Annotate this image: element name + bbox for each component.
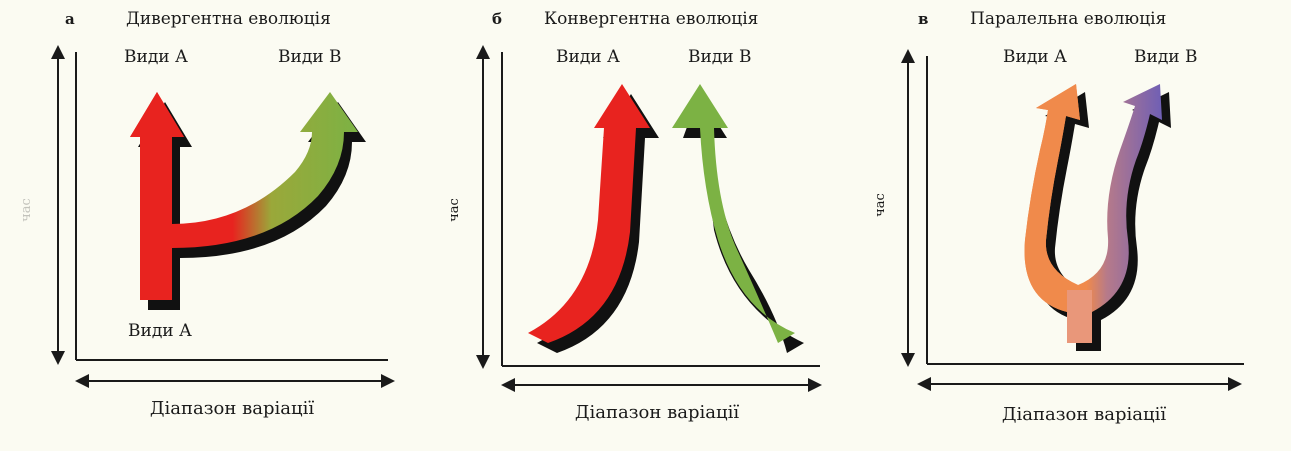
species-b-top: Види В: [278, 47, 342, 67]
y-axis-label: час: [19, 198, 34, 222]
panel-letter: в: [918, 10, 928, 28]
species-b-top: Види В: [688, 47, 752, 67]
panel-parallel: в Паралельна еволюція час Діапазон варіа…: [873, 9, 1244, 425]
panel-title: Паралельна еволюція: [970, 9, 1166, 29]
panel-divergent: а Дивергентна еволюція час Діапазон варі…: [19, 9, 395, 419]
species-a-top: Види А: [556, 47, 620, 67]
arrow-tip-red: [130, 92, 184, 300]
species-a-bottom: Види А: [128, 321, 192, 341]
species-a-top: Види А: [124, 47, 188, 67]
x-axis-label: Діапазон варіації: [575, 402, 739, 423]
species-b-top: Види В: [1134, 47, 1198, 67]
species-a-top: Види А: [1003, 47, 1067, 67]
species-a-arrow: [1024, 84, 1080, 312]
x-axis-label: Діапазон варіації: [150, 398, 314, 419]
x-axis-label: Діапазон варіації: [1002, 404, 1166, 425]
y-axis-label: час: [873, 193, 888, 217]
trunk-base: [1067, 290, 1092, 343]
panel-title: Дивергентна еволюція: [126, 9, 331, 29]
y-axis-label: час: [447, 198, 462, 222]
panel-letter: б: [492, 10, 502, 28]
panel-convergent: б Конвергентна еволюція час Діапазон вар…: [447, 9, 822, 423]
panel-title: Конвергентна еволюція: [544, 9, 758, 29]
species-b-arrow: [672, 84, 795, 343]
panel-letter: а: [65, 10, 75, 28]
species-a-arrow: [528, 84, 650, 343]
